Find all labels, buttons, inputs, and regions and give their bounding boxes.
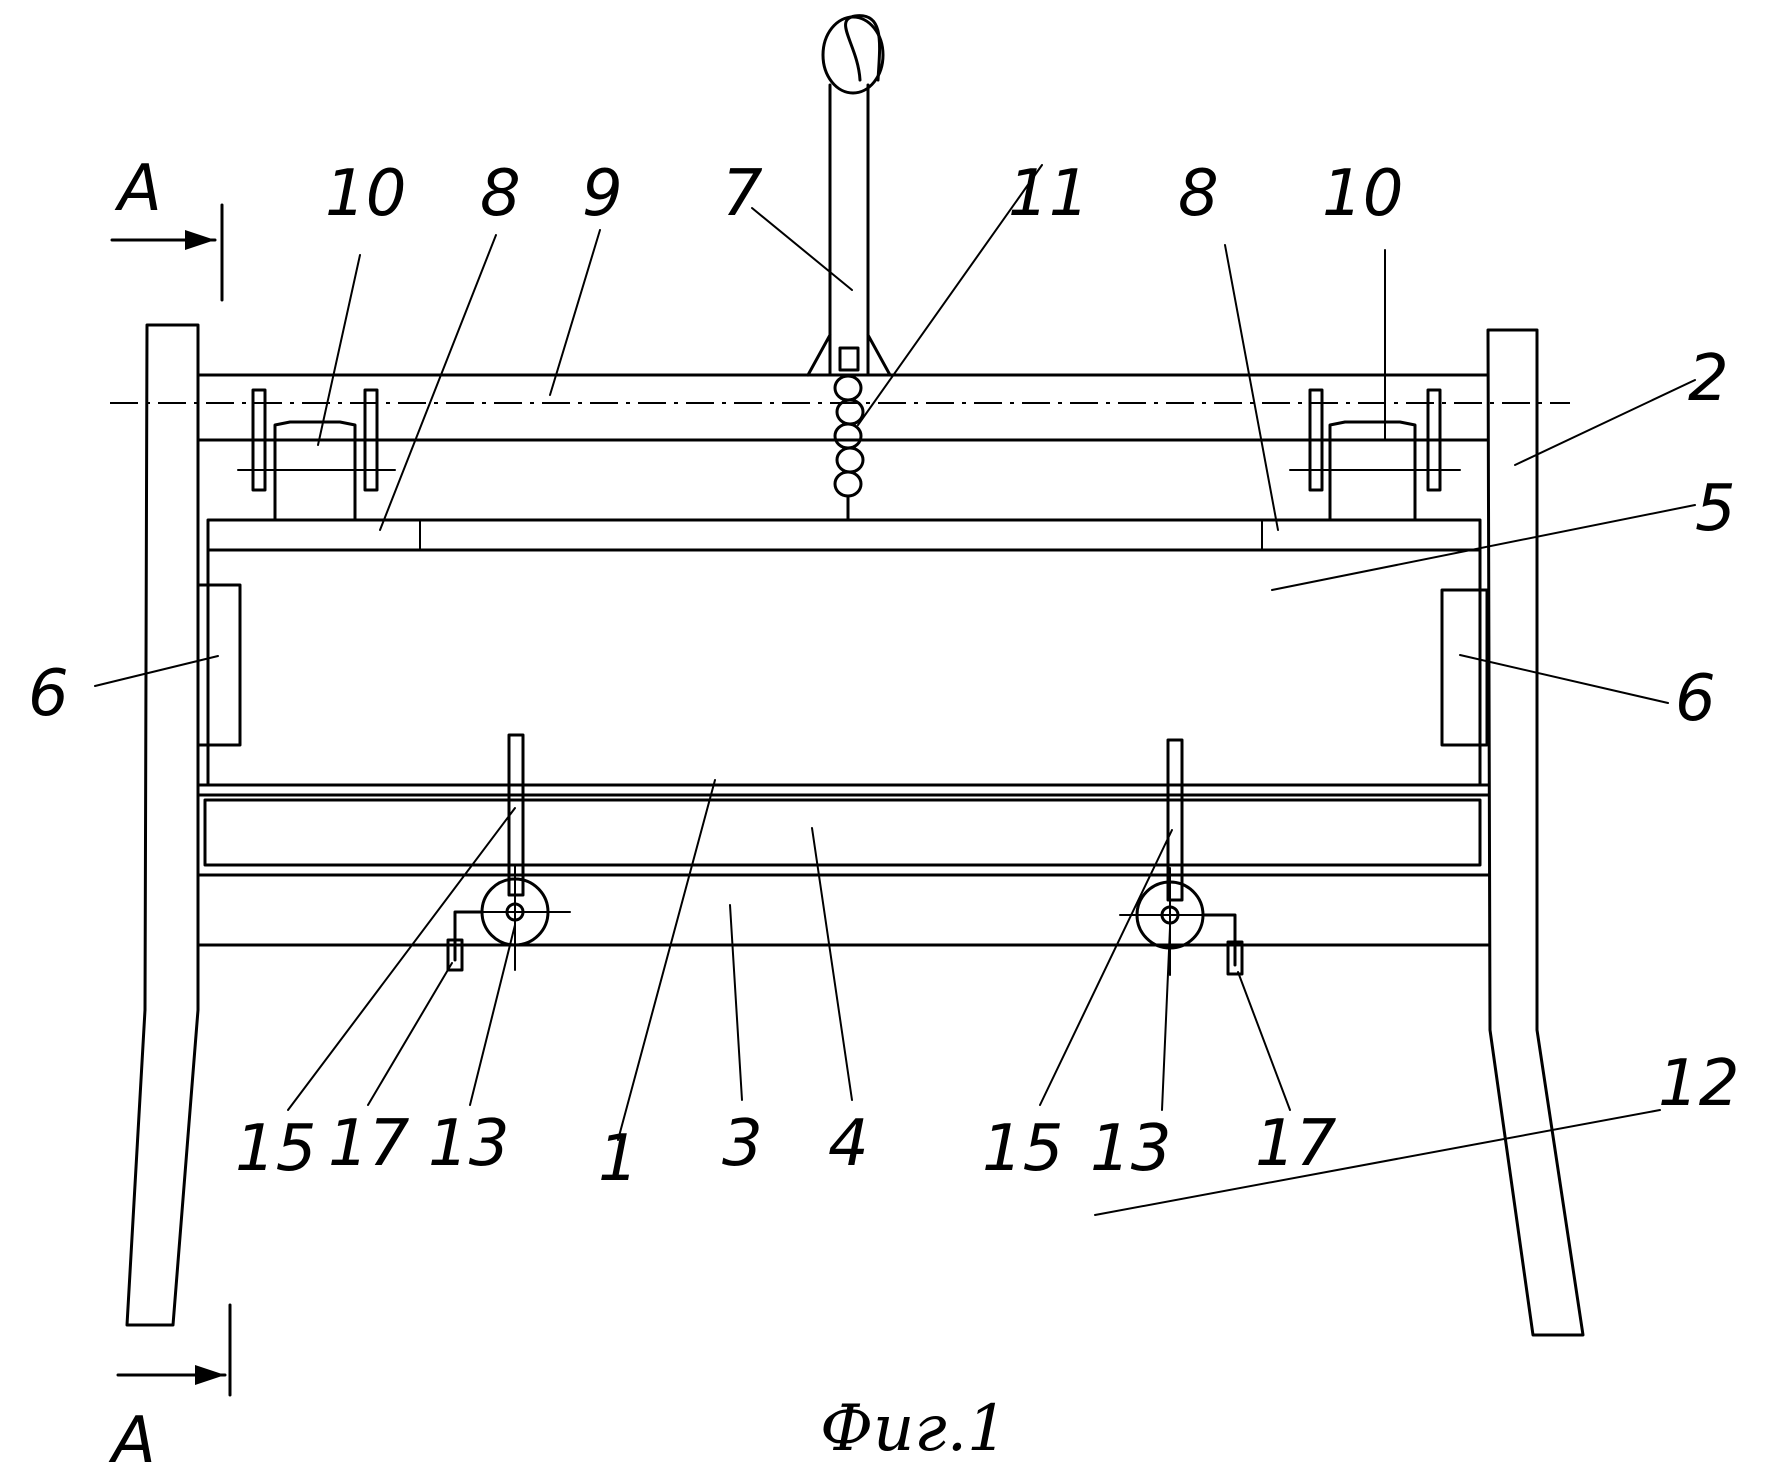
right-guide — [1440, 588, 1489, 747]
label-6-left: 6 — [28, 657, 69, 731]
label-3: 3 — [722, 1107, 763, 1181]
left-frame-post — [125, 323, 200, 1327]
label-9: 9 — [582, 157, 623, 231]
label-7: 7 — [722, 157, 763, 231]
label-8-right: 8 — [1178, 157, 1219, 231]
left-roller-assembly — [446, 733, 571, 972]
label-11: 11 — [1008, 157, 1089, 231]
section-marker-bottom — [116, 1303, 232, 1397]
label-5: 5 — [1695, 472, 1736, 546]
label-15-right: 15 — [982, 1112, 1063, 1186]
label-13-left: 13 — [428, 1107, 509, 1181]
label-12: 12 — [1658, 1047, 1739, 1121]
label-6-right: 6 — [1675, 662, 1716, 736]
upper-beam — [206, 518, 1482, 552]
left-guide — [196, 583, 242, 747]
right-frame-post — [1486, 328, 1585, 1337]
label-17-right: 17 — [1255, 1107, 1337, 1181]
chain — [833, 346, 865, 522]
label-10-left: 10 — [325, 157, 406, 231]
section-label-top: A — [114, 152, 162, 226]
beam-4 — [203, 798, 1482, 867]
section-label-bottom: A — [108, 1404, 156, 1478]
label-10-right: 10 — [1322, 157, 1403, 231]
label-4: 4 — [828, 1107, 869, 1181]
label-15-left: 15 — [235, 1112, 316, 1186]
leader-lines — [94, 164, 1696, 1216]
right-roller-assembly — [1119, 738, 1244, 976]
label-1: 1 — [598, 1122, 639, 1196]
right-drive-unit — [1289, 388, 1461, 522]
label-13-right: 13 — [1090, 1112, 1171, 1186]
section-marker-top — [110, 203, 224, 302]
label-2: 2 — [1688, 342, 1729, 416]
label-8-left: 8 — [480, 157, 521, 231]
label-17-left: 17 — [328, 1107, 410, 1181]
figure-caption: Фиг.1 — [820, 1392, 1008, 1466]
lifting-handle — [806, 14, 892, 377]
left-drive-unit — [237, 388, 396, 522]
